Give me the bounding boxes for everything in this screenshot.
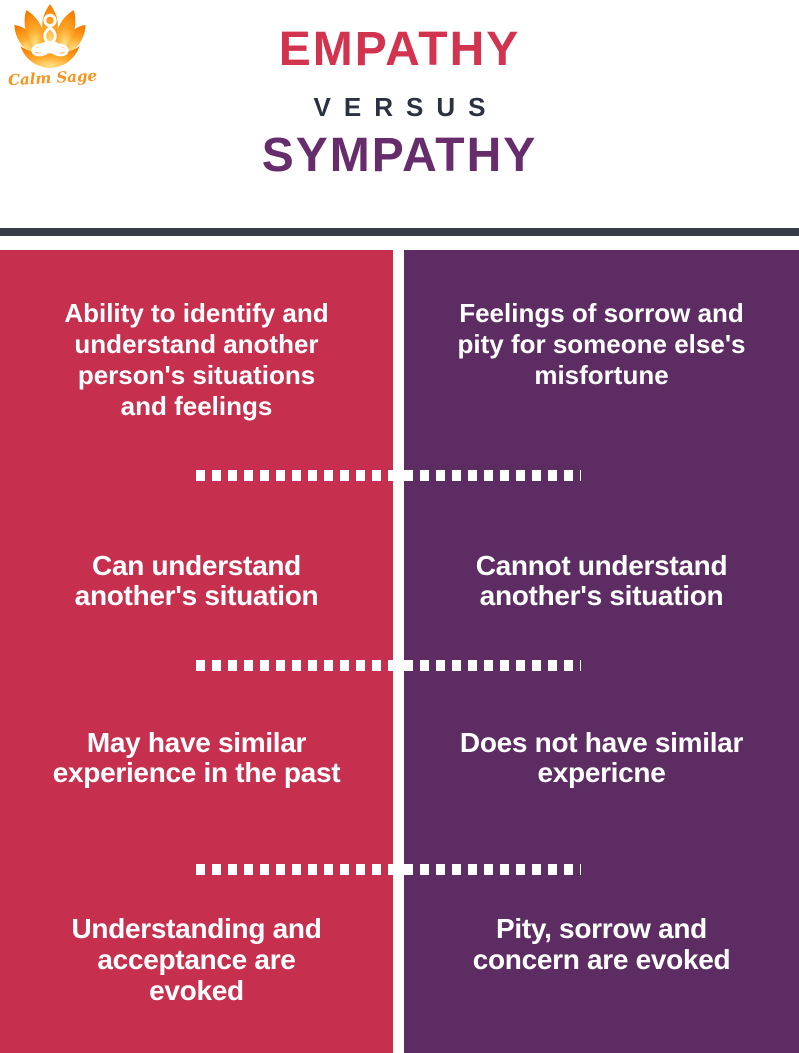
dotted-separator-1	[196, 470, 581, 481]
title-versus: VERSUS	[313, 92, 499, 122]
empathy-point-2: Can understand another's situation	[74, 550, 319, 611]
brand-logo: Calm Sage	[8, 4, 97, 89]
dotted-separator-3	[196, 864, 581, 875]
sympathy-point-4: Pity, sorrow and concern are evoked	[472, 913, 731, 975]
sympathy-point-2: Cannot understand another's situation	[475, 550, 728, 611]
divider-bar	[0, 228, 799, 236]
sympathy-point-3: Does not have similar expericne	[459, 727, 744, 788]
empathy-column	[0, 250, 393, 1053]
empathy-point-4: Understanding and acceptance are evoked	[71, 913, 322, 1006]
lotus-meditation-icon	[14, 4, 86, 68]
empathy-point-3: May have similar experience in the past	[52, 727, 341, 788]
title-empathy: EMPATHY	[278, 23, 521, 76]
sympathy-point-1: Feelings of sorrow and pity for someone …	[457, 298, 746, 390]
page-title: EMPATHY VERSUS SYMPATHY	[0, 24, 799, 182]
empathy-point-1: Ability to identify and understand anoth…	[64, 298, 329, 421]
dotted-separator-2	[196, 660, 581, 671]
title-sympathy: SYMPATHY	[261, 129, 538, 182]
sympathy-column	[404, 250, 799, 1053]
